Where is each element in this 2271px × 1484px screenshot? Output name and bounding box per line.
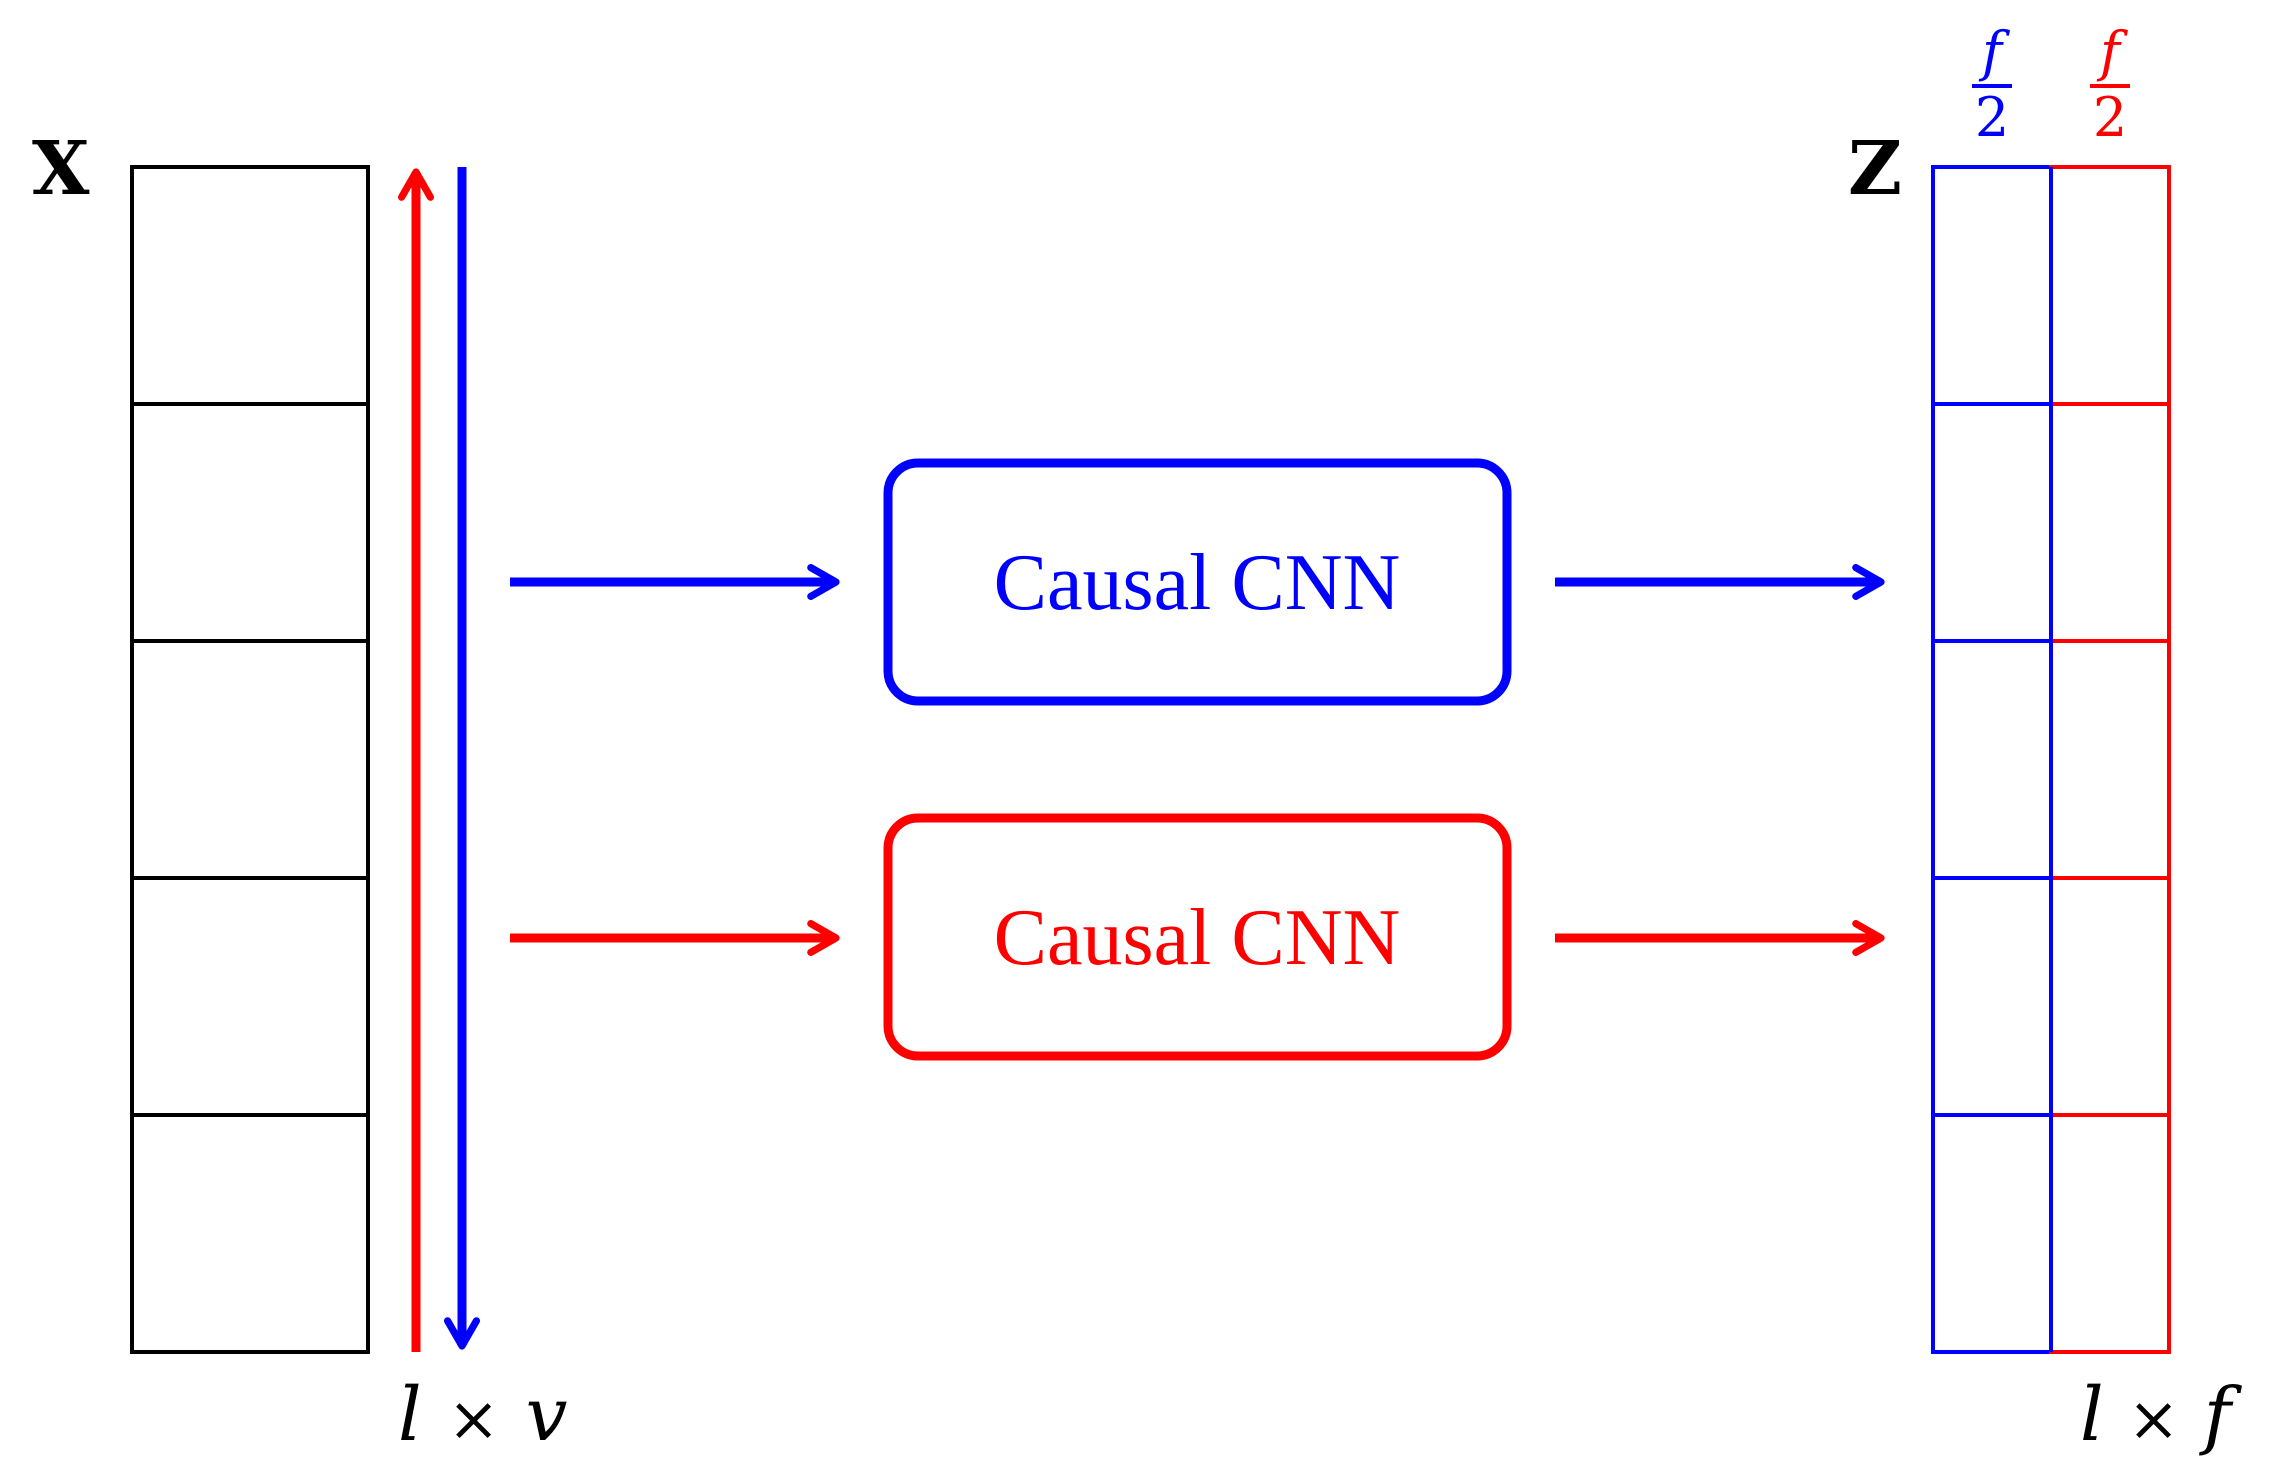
output-matrix-left-half — [1931, 165, 2053, 1354]
output-dimension-label: l × f — [2080, 1372, 2243, 1458]
causal-cnn-block-top-frame — [883, 458, 1512, 706]
input-matrix — [130, 165, 370, 1354]
output-left-frac-den: 2 — [1975, 86, 2009, 149]
output-right-half-fraction: f 2 — [2090, 20, 2130, 149]
input-matrix-label: X — [32, 126, 90, 212]
output-left-half-frame — [1931, 165, 2053, 1354]
output-left-half-fraction: f 2 — [1972, 20, 2012, 149]
causal-cnn-block-top: Causal CNN — [883, 458, 1512, 706]
input-dim-l: l — [398, 1372, 422, 1458]
output-matrix-label: Z — [1848, 126, 1902, 212]
causal-cnn-block-bottom: Causal CNN — [883, 813, 1512, 1061]
causal-cnn-block-top-label: Causal CNN — [994, 539, 1401, 627]
causal-cnn-block-bottom-frame — [883, 813, 1512, 1061]
input-dimension-label: l × v — [398, 1372, 568, 1458]
output-right-frac-num: f — [2096, 20, 2128, 83]
output-right-frac-den: 2 — [2093, 86, 2127, 149]
output-right-half-frame — [2049, 165, 2171, 1354]
input-dim-v: v — [526, 1372, 568, 1458]
output-left-frac-num: f — [1978, 20, 2010, 83]
output-dim-f: f — [2199, 1372, 2243, 1458]
output-dim-times: × — [2128, 1382, 2180, 1455]
output-matrix-right-half — [2049, 165, 2171, 1354]
input-dim-times: × — [448, 1382, 500, 1455]
causal-cnn-block-bottom-label: Causal CNN — [994, 894, 1401, 982]
output-dim-l: l — [2080, 1372, 2104, 1458]
input-matrix-frame — [130, 165, 370, 1354]
